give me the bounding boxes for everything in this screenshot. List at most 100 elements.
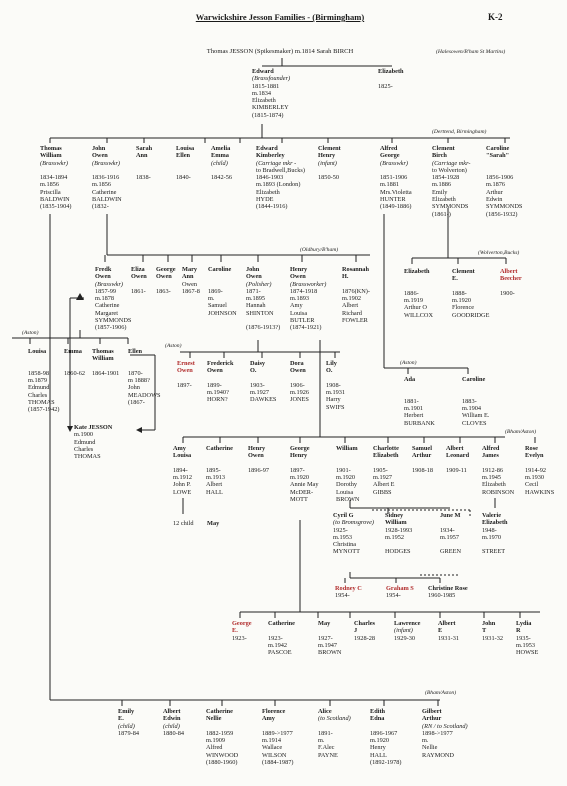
person-line: Henry (290, 266, 308, 273)
person-line: m.1902 (342, 295, 362, 303)
person-line: SYMMONDS (432, 203, 469, 211)
person-line: Dora (290, 360, 304, 367)
person-line: Christina (333, 541, 357, 549)
person-line: Caroline (208, 266, 232, 273)
person-line: 1925- (333, 526, 348, 534)
person-line: 1856-1906 (486, 174, 514, 182)
person-line: Charlotte (373, 445, 399, 452)
person-line: 1869- (208, 287, 223, 295)
person-line (28, 363, 59, 370)
person-line: 1858-98 (28, 369, 49, 377)
person-line: (child) (163, 722, 180, 730)
person-line: m.1856 (92, 181, 112, 189)
person-line: June M (440, 512, 461, 519)
person-line: 1899- (207, 381, 222, 389)
person-line: Ann (182, 273, 194, 281)
person-line (373, 460, 399, 467)
person-line: m.1947 (318, 641, 338, 649)
person-line: Mrs.Violetta (380, 188, 412, 196)
person-line: E. (232, 627, 238, 635)
person-line: PAYNE (318, 751, 338, 759)
person-line (378, 75, 404, 82)
person-line: Rose (525, 445, 538, 452)
person-line: m.1876 (486, 181, 506, 189)
person-line: (1815-1874) (252, 111, 284, 119)
person-line (250, 375, 276, 382)
person-line: 1850-50 (318, 174, 339, 182)
person-line: HALL (206, 488, 223, 496)
person-line: WILLCOX (404, 311, 434, 319)
person-line: Valerie (482, 512, 502, 519)
person-line: Owen (246, 273, 262, 281)
person-line (290, 375, 309, 382)
person-line: R (516, 627, 521, 635)
place-note: (Aston) (400, 360, 417, 366)
person-line (206, 460, 233, 467)
person-line: GOODRIDGE (452, 311, 490, 319)
person-line: m.1901 (404, 405, 424, 413)
person-line: John (128, 384, 140, 392)
person-line: Emma (211, 152, 229, 160)
person-line: 1903- (250, 381, 265, 389)
person-line: KIMBERLEY (252, 104, 289, 112)
person-line: Edward (256, 145, 278, 152)
person-line: Albert (500, 268, 518, 275)
person-line (336, 452, 359, 459)
person-line: (Brasswkr) (92, 159, 120, 167)
person-line (482, 541, 508, 548)
person-line: m.1930 (525, 474, 545, 482)
person-line: Edward (252, 68, 274, 75)
person-line: MEADOWS (128, 391, 161, 399)
person-line: HYDE (256, 196, 274, 204)
person-line: George (380, 152, 400, 160)
place-note: (Halesowen/B'ham St Martins) (436, 49, 506, 55)
person-line (136, 167, 152, 174)
person-line: m.1942 (268, 641, 288, 649)
root-couple: Thomas JESSON (Spikesmaker) m.1814 Sarah… (206, 48, 354, 55)
person-line: (1892-1978) (370, 759, 402, 767)
person-line: to Bradwell,Bucks) (256, 166, 305, 174)
person-line: 1898->1977 (422, 729, 453, 737)
person-line: m.1920 (370, 737, 390, 745)
person-line: Edwin (486, 196, 503, 204)
person-line: m.1919 (404, 297, 424, 305)
person-line: BURBANK (404, 419, 435, 427)
person-line: 1929-30 (394, 634, 415, 642)
person-line: FOWLER (342, 317, 368, 325)
person-line (404, 275, 433, 282)
person-line (262, 723, 293, 730)
person-line (131, 281, 147, 288)
person-line: (child) (211, 159, 228, 167)
person-line: 1897- (290, 466, 305, 474)
person-line: 1867-8 (182, 287, 200, 295)
person-line (412, 460, 433, 467)
person-line: m.1900 (74, 431, 94, 439)
person-line: m.1914 (262, 737, 282, 745)
person-line (404, 383, 435, 390)
person-line: 1825- (378, 82, 393, 90)
person-line: 1834-1894 (40, 174, 68, 182)
person-line: Kate JESSON (74, 424, 113, 431)
person-line: Owen (290, 273, 306, 281)
person-line: (Brasswkr) (40, 159, 68, 167)
person-line: T (482, 627, 487, 635)
person-line: m.1920 (452, 297, 472, 305)
person-line: 1931-32 (482, 634, 503, 642)
person-line: m.1931 (326, 389, 346, 397)
person-line: m.1886 (432, 181, 452, 189)
person-line: 1846-1903 (256, 174, 284, 182)
person-line: (infant) (394, 627, 413, 635)
person-line (326, 375, 345, 382)
person-line: m.1926 (290, 389, 310, 397)
